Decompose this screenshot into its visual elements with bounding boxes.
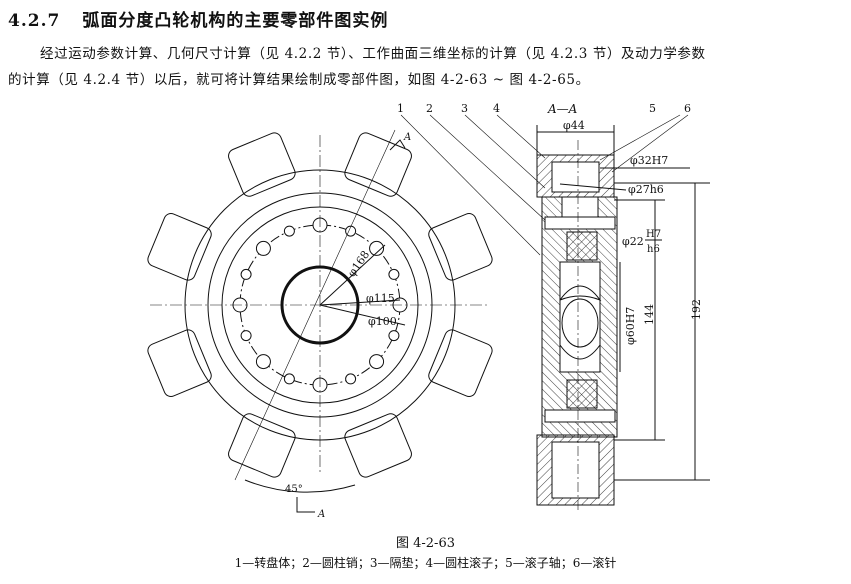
paragraph-line-1: 经过运动参数计算、几何尺寸计算（见 4.2.2 节）、工作曲面三维坐标的计算（见…: [40, 46, 706, 62]
bolt-hole: [240, 268, 252, 280]
callout-4: 4: [493, 102, 500, 115]
dim-d115: φ115: [366, 292, 395, 305]
callout-3: 3: [461, 102, 468, 115]
bolt-hole: [283, 373, 295, 385]
dim-d168: φ168: [345, 248, 372, 279]
section-line: [234, 129, 396, 481]
bolt-hole: [388, 330, 400, 342]
front-view: φ168 φ115 φ100 45° A A: [147, 129, 493, 520]
section-arrow: [296, 497, 315, 513]
section-view: A—A φ44 192 144 φ60H7 φ32H7: [397, 102, 710, 510]
dim-d100: φ100: [368, 315, 397, 328]
bolt-hole: [369, 240, 385, 256]
callout-numbers: 1 2 3 4 5 6: [397, 102, 691, 115]
roller: [344, 132, 412, 197]
bolt-hole: [240, 330, 252, 342]
dim-angle: 45°: [285, 484, 303, 495]
roller: [228, 413, 296, 478]
callout-6: 6: [684, 102, 691, 115]
roller: [344, 413, 412, 478]
dim-d60: φ60H7: [624, 307, 637, 345]
dim-d27: φ27h6: [628, 183, 664, 196]
dim-d22: φ22: [622, 235, 644, 248]
roller: [147, 213, 212, 281]
roller: [147, 329, 212, 397]
angle-arc: [244, 479, 356, 493]
roller: [428, 329, 493, 397]
bolt-hole: [345, 225, 357, 237]
bolt-hole: [388, 268, 400, 280]
roller: [228, 132, 296, 197]
bolt-hole: [255, 240, 271, 256]
dim-192: 192: [690, 299, 703, 320]
fit-top: H7: [646, 229, 661, 240]
bolt-hole: [283, 225, 295, 237]
callout-5: 5: [649, 102, 656, 115]
rollers: [147, 132, 493, 478]
fit-bottom: h6: [647, 244, 660, 255]
dim-d32: φ32H7: [630, 154, 668, 167]
dim-144: 144: [643, 304, 656, 325]
bolt-hole: [255, 354, 271, 370]
figure-legend: 1—转盘体；2—圆柱销；3—隔垫；4—圆柱滚子；5—滚子轴；6—滚针: [234, 556, 617, 570]
figure-caption: 图 4-2-63: [395, 536, 455, 551]
section-mark-bottom: A: [317, 509, 325, 520]
bolt-hole: [345, 373, 357, 385]
section-title: A—A: [547, 102, 578, 116]
bolt-hole: [369, 354, 385, 370]
roller: [428, 213, 493, 281]
callout-1: 1: [397, 102, 404, 115]
callout-2: 2: [426, 102, 433, 115]
pin: [544, 216, 616, 230]
dim-d44: φ44: [563, 119, 585, 132]
paragraph-line-2: 的计算（见 4.2.4 节）以后，就可将计算结果绘制成零部件图，如图 4-2-6…: [8, 72, 590, 88]
section-mark-top: A: [403, 132, 411, 143]
